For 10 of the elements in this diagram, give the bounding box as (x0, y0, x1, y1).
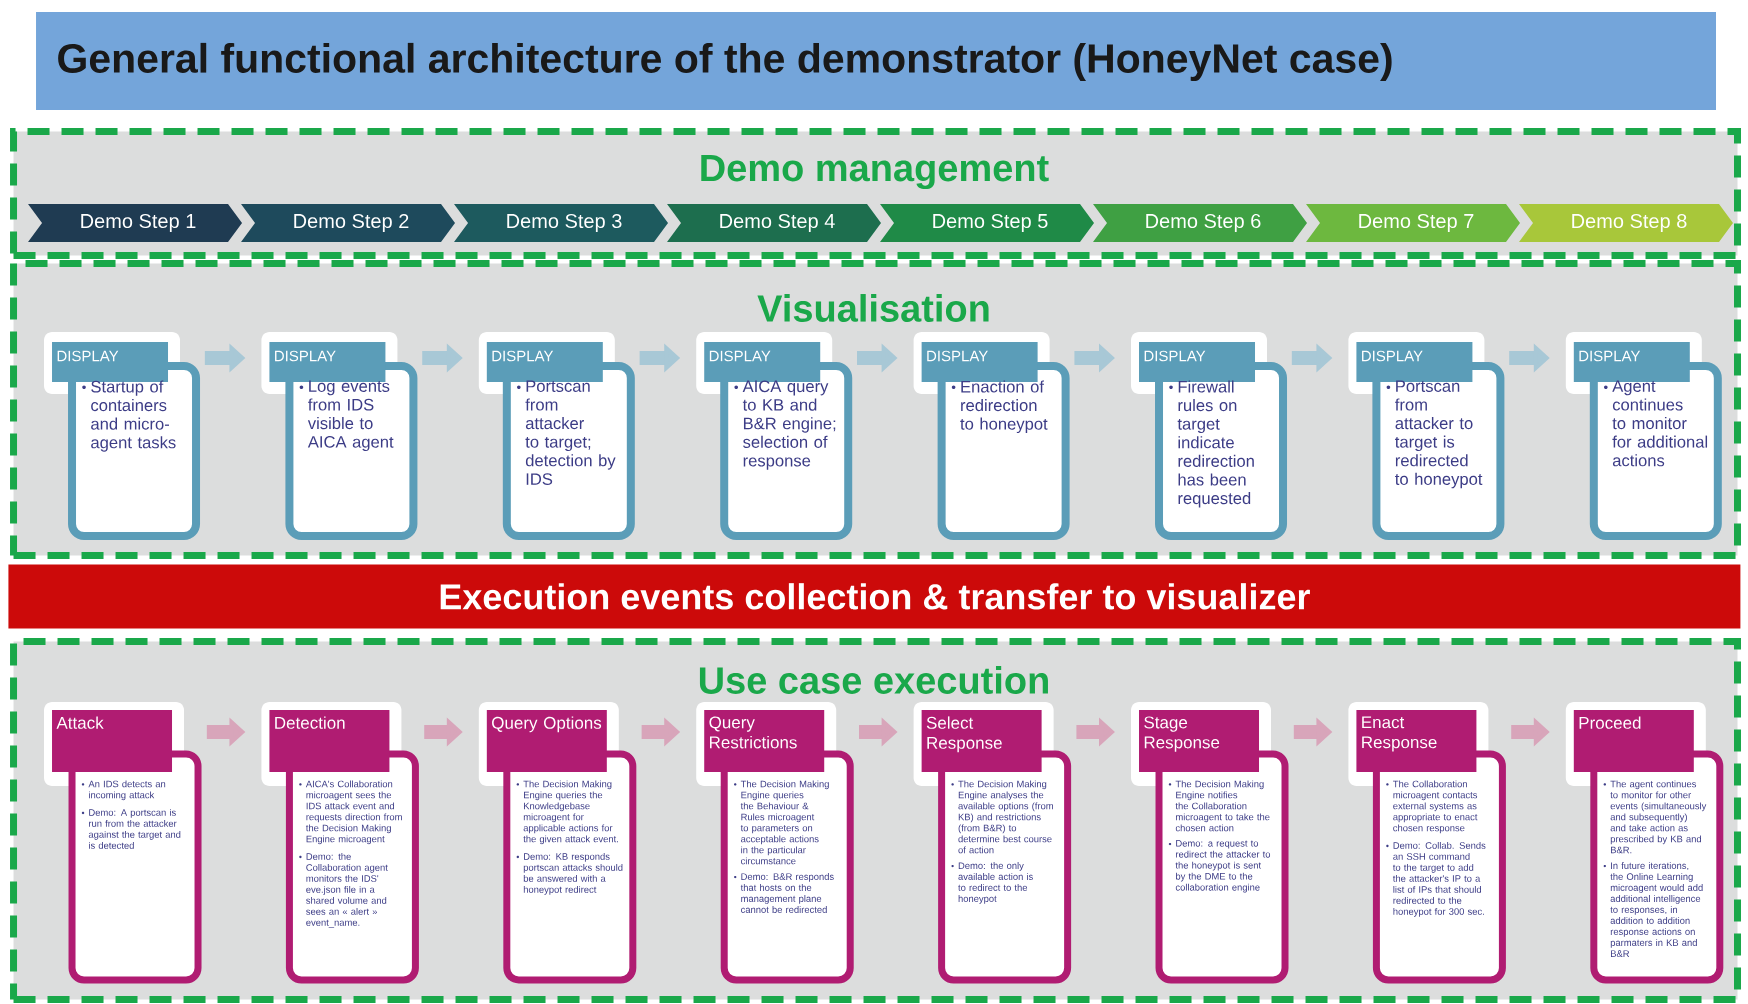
node-label: Proceed (1579, 716, 1641, 729)
node-label: Query Options (492, 716, 602, 733)
node-label: Query Restrictions (709, 716, 797, 749)
node-label: Attack (56, 716, 104, 729)
title-banner: General functional architecture of the demonstrator (HoneyNet case) (36, 12, 1716, 110)
banner-bar: Execution events collection & transfer to visualizer (8, 564, 1741, 629)
node-label: Select Response (926, 716, 1002, 753)
node-label: Enact Response (1362, 716, 1437, 752)
node-label: Stage Response (1144, 716, 1220, 752)
node-label: Detection (275, 716, 345, 729)
